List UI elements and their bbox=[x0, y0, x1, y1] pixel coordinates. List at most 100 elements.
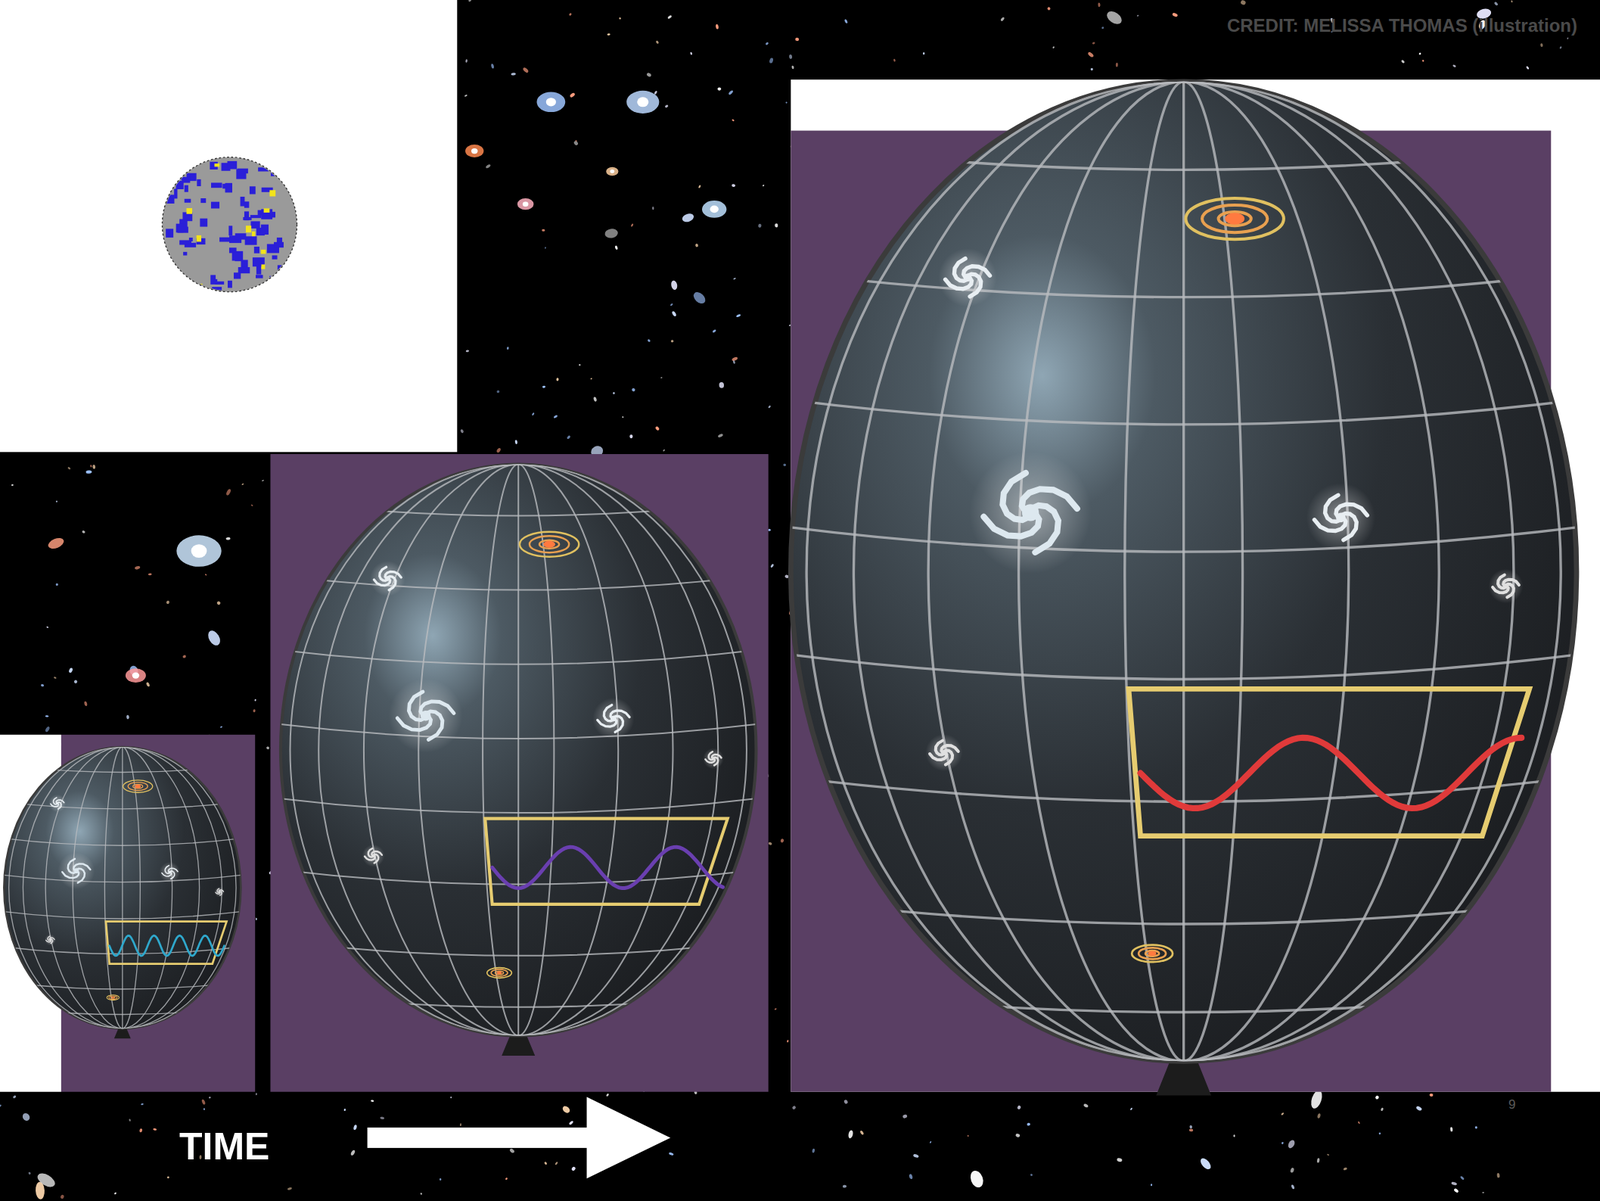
light-wave bbox=[109, 935, 225, 956]
blue-patch bbox=[240, 196, 246, 207]
star bbox=[543, 1161, 548, 1166]
blue-patch bbox=[211, 287, 221, 294]
illustration-part bbox=[280, 575, 757, 591]
yellow-patch bbox=[264, 208, 271, 213]
star bbox=[44, 725, 51, 733]
star bbox=[791, 65, 795, 69]
star bbox=[343, 1108, 346, 1112]
star bbox=[1317, 1112, 1321, 1119]
star bbox=[786, 1039, 790, 1043]
balloon-body bbox=[790, 81, 1577, 1061]
star bbox=[847, 1129, 854, 1139]
star bbox=[126, 714, 130, 720]
star bbox=[578, 363, 581, 367]
star bbox=[350, 1149, 356, 1156]
star bbox=[715, 24, 719, 30]
star bbox=[1137, 14, 1140, 17]
star bbox=[55, 500, 58, 503]
star bbox=[913, 1152, 920, 1158]
galaxy-core bbox=[1503, 583, 1508, 588]
yellow-galaxy-ring bbox=[519, 531, 579, 557]
star bbox=[439, 1177, 442, 1181]
galaxy-arm bbox=[219, 891, 222, 895]
star bbox=[1317, 1157, 1321, 1163]
star bbox=[148, 572, 153, 575]
star bbox=[1091, 41, 1096, 45]
blue-patch bbox=[291, 186, 296, 196]
illustration-part bbox=[3, 946, 241, 954]
blue-patch bbox=[173, 170, 183, 179]
illustration-part bbox=[790, 527, 1577, 552]
galaxy-core bbox=[371, 854, 375, 858]
star bbox=[1083, 1102, 1089, 1108]
galaxy-core bbox=[497, 971, 503, 975]
illustration-part bbox=[482, 463, 554, 1035]
blue-patch bbox=[238, 267, 251, 274]
yellow-galaxy-ring bbox=[1145, 950, 1159, 957]
blue-patch bbox=[255, 274, 264, 278]
blue-patch bbox=[173, 188, 178, 199]
star bbox=[717, 433, 724, 439]
blue-patch bbox=[269, 287, 274, 294]
star bbox=[509, 1147, 516, 1154]
star bbox=[789, 54, 793, 60]
blue-patch bbox=[249, 186, 256, 194]
star bbox=[252, 708, 256, 712]
star bbox=[140, 1102, 144, 1106]
blue-patch bbox=[176, 171, 184, 179]
yellow-galaxy-ring bbox=[111, 996, 115, 998]
balloon-grid bbox=[280, 463, 757, 1035]
blue-patch bbox=[196, 179, 201, 187]
star bbox=[788, 323, 791, 327]
star bbox=[1104, 9, 1125, 28]
star bbox=[152, 1127, 157, 1131]
star bbox=[731, 118, 735, 122]
illustration-part bbox=[790, 400, 1577, 425]
galaxy-glow bbox=[1306, 482, 1376, 552]
star bbox=[459, 1122, 462, 1126]
star bbox=[731, 183, 736, 187]
star bbox=[680, 211, 695, 224]
illustration-part bbox=[3, 1006, 241, 1014]
galaxy bbox=[465, 144, 484, 158]
blue-patch bbox=[286, 180, 296, 190]
blue-patch bbox=[226, 161, 237, 170]
galaxy-core bbox=[522, 201, 529, 206]
yellow-galaxy-ring bbox=[539, 540, 560, 549]
wave-box bbox=[105, 921, 227, 964]
galaxy bbox=[626, 90, 659, 114]
galaxy bbox=[536, 92, 566, 112]
star bbox=[531, 412, 535, 417]
blue-patch bbox=[211, 201, 220, 209]
star bbox=[167, 1175, 170, 1178]
star bbox=[255, 917, 258, 920]
galaxy-core bbox=[710, 205, 719, 214]
star bbox=[767, 528, 771, 532]
star bbox=[542, 385, 546, 389]
galaxy-core bbox=[134, 784, 141, 789]
star bbox=[1559, 46, 1563, 50]
star bbox=[664, 104, 668, 109]
illustration-part bbox=[853, 81, 1514, 1061]
star bbox=[1000, 16, 1005, 22]
star bbox=[90, 464, 93, 468]
illustration-part bbox=[3, 764, 241, 772]
star bbox=[1090, 68, 1094, 72]
star bbox=[1510, 0, 1514, 3]
blue-patch bbox=[181, 279, 188, 290]
star bbox=[795, 37, 799, 42]
star bbox=[73, 679, 78, 684]
star bbox=[1280, 1141, 1284, 1145]
star bbox=[767, 404, 771, 408]
wave-box bbox=[484, 818, 728, 905]
star bbox=[902, 1113, 908, 1119]
illustration-part bbox=[790, 987, 1577, 1012]
blue-patch bbox=[257, 167, 269, 171]
star bbox=[21, 1111, 32, 1122]
star bbox=[614, 245, 619, 250]
illustration-part bbox=[3, 911, 241, 919]
star bbox=[1116, 1156, 1123, 1162]
star bbox=[182, 654, 187, 659]
star bbox=[1150, 1183, 1153, 1186]
star bbox=[81, 530, 85, 534]
